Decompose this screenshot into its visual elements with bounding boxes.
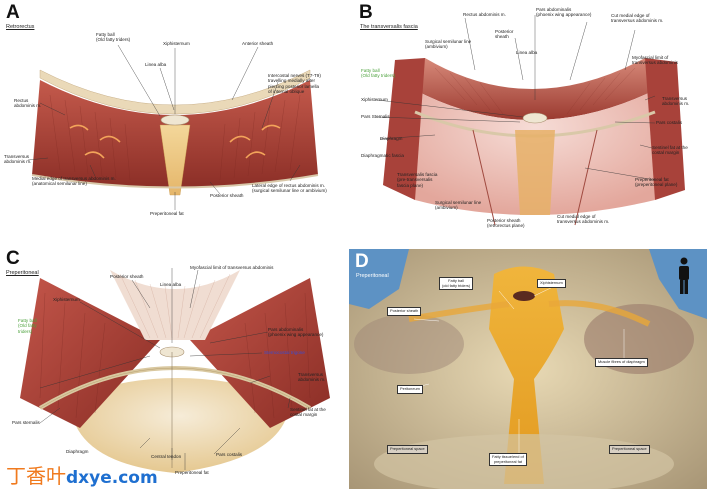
label-sternocostal-trigone: Sternocostal trigone [264,350,305,355]
panel-a-letter: A [6,2,20,23]
label-diaphragmatic-fascia: Diaphragmatic fascia [361,153,404,158]
label-preperitoneal-space-left: Preperitoneal space [387,445,428,454]
label-rectus-abdominis: Rectus abdominis m. [14,98,42,109]
person-icon [679,257,689,294]
label-sentinel-fat: Sentinel fat at the costal margin [290,407,326,418]
panel-a-subtitle: Retrorectus [6,24,35,30]
label-linea-alba: Linea alba [145,62,167,67]
label-transversalis-fascia: Transversalis fascia (pre-transversalis … [397,172,438,188]
label-linea-alba: Linea alba [160,282,182,287]
label-fatty-ball: Fatty ball (Old fatty triders) [18,318,37,334]
label-cut-medial-edge-top: Cut medial edge of transversus abdominis… [611,13,664,24]
panel-d: D Preperitoneal Fatty ball (old fatty tr… [349,249,707,489]
label-preperitoneal-fat: Preperitoneal fat [150,211,184,216]
label-intercostal-nerves: Intercostal nerves (T7-T9) travelling me… [268,73,321,95]
label-posterior-sheath: Posterior sheath [387,307,422,316]
label-fatty-ball: Fatty ball (old fatty triders) [439,277,474,291]
label-xiphisternum: Xiphisternum [537,279,566,288]
label-cut-medial-edge-bottom: Cut medial edge of transversus abdominis… [557,214,610,225]
label-diaphragm: Diaphragm [66,449,89,454]
label-muscle-fibres: Muscle fibres of diaphragm [595,358,648,367]
label-posterior-sheath: Posterior sheath [110,274,144,279]
label-myofascial-limit: Myofascial limit of transversus abdomini… [190,265,274,270]
label-pars-sternalis: Pars sternalis [12,420,40,425]
panel-b-letter: B [359,2,373,23]
label-posterior-sheath: Posterior sheath [495,29,514,40]
panel-a: A Retrorectus Fatty ball (Old fatty trid… [0,0,350,240]
watermark-chinese: 丁香叶 [6,464,66,488]
label-preperitoneal-fat: Preperitoneal fat (preperitoneal plane) [635,177,678,188]
panel-b-subtitle: The transversalis fascia [360,24,418,30]
label-medial-edge: Medial edge of transversus abdominis m. … [32,176,116,187]
panel-b-illustration [376,15,685,226]
label-peritoneum: Peritoneum [397,385,423,394]
label-myofascial-limit: Myofascial limit of transversus abdomini… [632,55,678,66]
label-fatty-ball: Fatty ball (Old fatty triders) [361,68,396,79]
label-linea-alba: Linea alba [516,50,538,55]
label-diaphragm: Diaphragm [380,136,403,141]
label-transversus-abdominis: Transversus abdominis m. [662,96,690,107]
label-sentinel-fat: Sentinel fat at the costal margin [652,145,688,156]
panel-c: C Preperitoneal Posterior sheath Myofasc… [0,248,350,490]
label-central-tendon: Central tendon [151,454,182,459]
label-xiphisternum: Xiphisternum [163,41,190,46]
label-lateral-edge: Lateral edge of rectus abdominis m. (sur… [252,183,327,194]
label-preperitoneal-fat: Preperitoneal fat [175,470,209,475]
label-pars-abdominalis: Pars abdominalis (phoenix wing appearanc… [268,327,324,338]
panel-d-letter: D [355,251,369,272]
panel-a-illustration [27,44,319,210]
watermark-site: dxye.com [66,468,158,488]
panel-b: B The transversalis fascia Rectus abdomi… [355,0,709,240]
label-transversus-abdominis: Transversus abdominis m. [298,372,326,383]
label-surgical-semilunar-line-bottom: Surgical semilunar line (ambivium) [435,200,482,211]
label-surgical-semilunar-line: Surgical semilunar line (ambivium) [425,39,472,50]
watermark: 丁香叶dxye.com [6,460,158,489]
label-xiphisternum: Xiphisternum [53,297,80,302]
label-fatty-ball: Fatty ball (Old fatty triders) [96,32,131,43]
label-rectus-abdominis: Rectus abdominis m. [463,12,506,17]
label-pars-abdominalis: Pars abdominalis (phoenix wing appearanc… [536,7,592,18]
label-pars-costalis: Pars costalis [656,120,683,125]
panel-c-illustration [20,268,330,473]
label-posterior-sheath-bottom: Posterior sheath (retrorectus plane) [487,218,525,229]
label-xiphisternum: Xiphisternum [361,97,388,102]
label-pars-sternalis: Pars Sternalis [361,114,390,119]
panel-c-letter: C [6,248,20,269]
panel-c-subtitle: Preperitoneal [6,270,39,276]
label-preperitoneal-space-right: Preperitoneal space [609,445,650,454]
label-fatty-tissue: Fatty tissue/end of preperitoneal fat [489,453,527,467]
label-anterior-sheath: Anterior sheath [242,41,274,46]
panel-d-subtitle: Preperitoneal [356,273,389,279]
label-pars-costalis: Pars costalis [216,452,243,457]
label-transversus-abdominis: Transversus abdominis m. [4,154,32,165]
label-posterior-sheath: Posterior sheath [210,193,244,198]
